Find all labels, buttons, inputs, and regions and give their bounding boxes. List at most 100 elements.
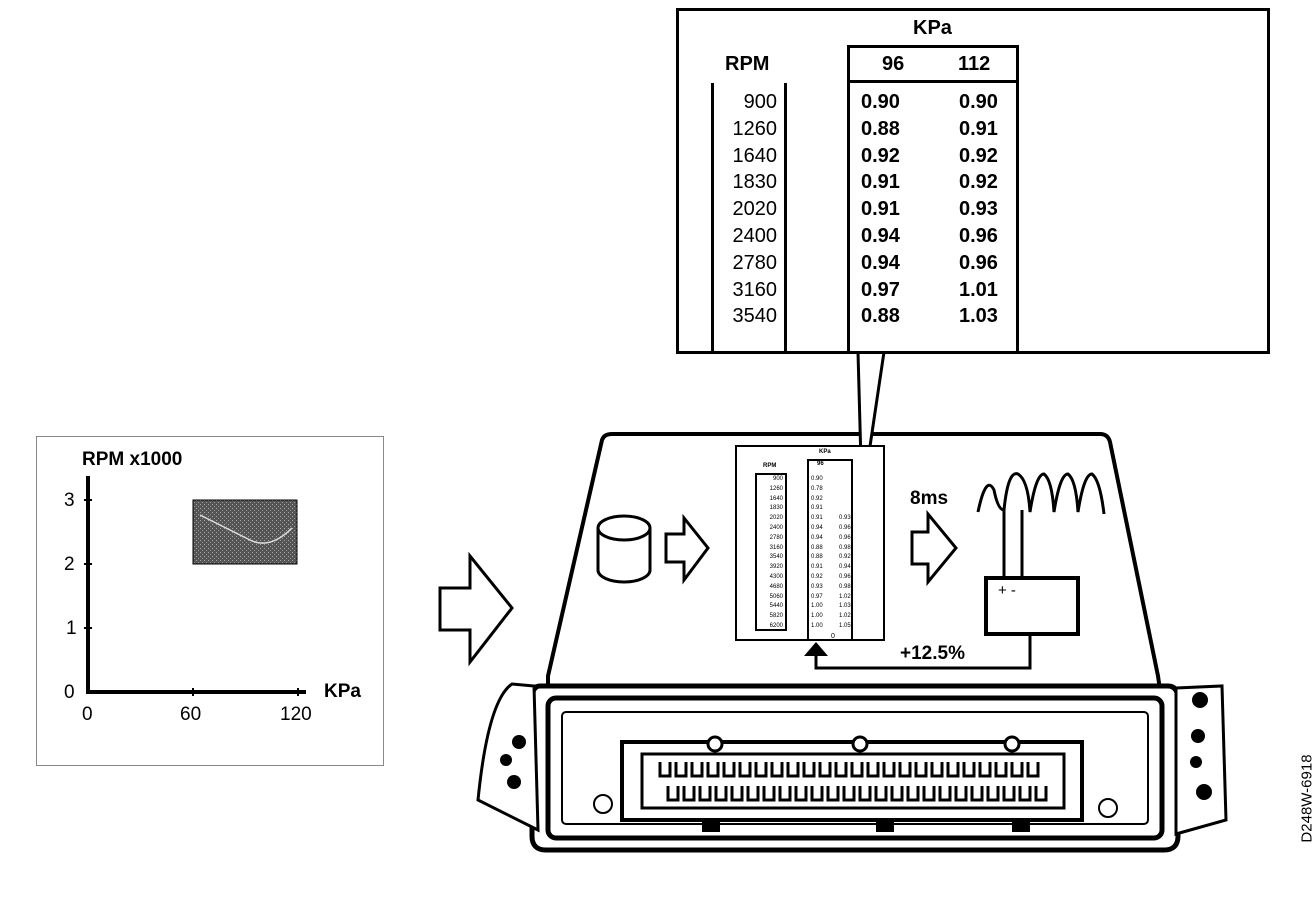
graph-y-tick-0: 0 [64, 682, 75, 703]
zoom-value-112: 0.92 [959, 144, 998, 167]
zoom-cutoff-row [727, 331, 733, 351]
mini-rpm-column [755, 473, 787, 631]
zoom-rpm-value: 2780 [732, 251, 778, 274]
correction-label: +12.5% [900, 643, 965, 664]
zoom-rpm-column [711, 83, 787, 351]
graph-y-axis-title: RPM x1000 [82, 449, 183, 470]
mini-value-112: 0.96 [839, 574, 851, 580]
mini-rpm-value: 1830 [769, 505, 783, 512]
zoom-value-112: 0.91 [959, 117, 998, 140]
graph-x-tick-0: 0 [82, 704, 93, 725]
input-arrow-icon [438, 551, 514, 667]
mini-value-96: 0.94 [811, 534, 823, 541]
zoom-value-96: 0.94 [861, 225, 900, 247]
mini-value-96: 0.91 [811, 505, 823, 512]
zoom-value-96: 0.92 [861, 144, 900, 167]
zoom-col-112: 112 [958, 53, 991, 75]
injector-driver-box [984, 576, 1080, 636]
graph-x-tick-60: 60 [180, 704, 202, 725]
mini-value-112 [839, 485, 853, 493]
mini-value-96: 0.92 [811, 574, 823, 580]
pulse-width-label: 8ms [910, 488, 949, 509]
zoom-value-96: 0.88 [861, 305, 900, 328]
correction-feedback-line [814, 634, 1032, 670]
zoom-rpm-value: 900 [743, 91, 777, 113]
mini-rpm-value: 1640 [769, 495, 783, 502]
mini-value-112: 0.98 [839, 583, 851, 590]
output-arrow-icon [910, 509, 958, 587]
zoom-rpm-value: 2400 [732, 225, 778, 247]
mini-value-96: 0.90 [811, 476, 823, 482]
mini-value-112 [839, 504, 853, 512]
mini-rpm-header: RPM [763, 463, 777, 469]
mini-rpm-value: 3540 [769, 554, 783, 561]
mini-rpm-value: 5440 [769, 603, 783, 610]
mini-rpm-value: 4300 [769, 574, 783, 580]
mini-value-112: 1.02 [839, 593, 851, 600]
mini-value-112: 1.03 [839, 603, 851, 610]
mini-value-96: 0.92 [811, 495, 823, 502]
mini-value-96: 0.93 [811, 583, 823, 590]
zoom-value-96: 0.94 [861, 251, 900, 274]
mini-rpm-value: 4680 [769, 583, 783, 590]
graph-x-tick-120: 120 [280, 704, 312, 725]
mini-value-112: 0.94 [839, 564, 851, 571]
zoom-rpm-value: 3540 [732, 305, 778, 328]
mini-value-112: 0.92 [839, 554, 851, 561]
zoom-value-112: 0.92 [959, 171, 998, 194]
mini-kpa-title: KPa [819, 449, 831, 455]
mini-rpm-value: 3920 [769, 564, 783, 571]
zoom-col-96: 96 [882, 53, 905, 75]
mini-value-96: 0.97 [811, 593, 823, 600]
mini-col-header: 96 [817, 461, 824, 467]
mini-bottom-mark: 0 [831, 633, 835, 640]
mini-rpm-value: 5820 [769, 613, 783, 620]
mini-rpm-value: 3160 [769, 544, 783, 551]
mini-value-96: 0.91 [811, 515, 823, 522]
zoom-value-112: 0.96 [959, 251, 998, 274]
mini-rpm-value: 5060 [769, 593, 783, 600]
ecu-connector [620, 735, 1084, 832]
zoom-value-96: 0.91 [861, 198, 900, 221]
lookup-arrow-icon [664, 513, 710, 585]
mini-value-112: 0.98 [839, 544, 851, 551]
zoom-rpm-value: 1260 [732, 117, 778, 140]
graph-y-tick-1: 1 [66, 618, 77, 639]
mini-value-112: 0.96 [839, 534, 851, 541]
mini-rpm-value: 6200 [769, 623, 783, 629]
graph-x-axis-title: KPa [324, 681, 361, 702]
zoom-value-112: 0.93 [959, 198, 998, 221]
graph-axes [84, 476, 306, 696]
mini-value-112 [839, 495, 853, 503]
injector-pulse-waveform [976, 472, 1106, 515]
zoom-value-112: 1.03 [959, 305, 998, 328]
mini-rpm-value: 900 [772, 476, 783, 482]
injector-polarity-label: + - [998, 582, 1016, 599]
mini-rpm-value: 2780 [769, 534, 783, 541]
mini-value-112: 1.05 [839, 623, 851, 629]
graph-y-tick-3: 3 [64, 490, 75, 511]
zoom-value-112: 0.96 [959, 225, 998, 247]
zoom-value-96: 0.91 [861, 171, 900, 194]
mini-value-112: 1.02 [839, 613, 851, 620]
mini-rpm-value: 2020 [769, 515, 783, 522]
zoom-value-96: 0.88 [861, 117, 900, 140]
zoom-rpm-header: RPM [725, 53, 770, 75]
zoom-value-columns [847, 45, 1019, 351]
mini-value-96: 1.00 [811, 623, 823, 629]
mini-value-112 [839, 475, 853, 483]
figure-id: D248W-6918 [1298, 754, 1312, 843]
mini-rpm-value: 1260 [769, 485, 783, 492]
mini-value-112: 0.96 [839, 525, 851, 531]
operating-region-highlight [192, 499, 298, 565]
zoom-value-96: 0.90 [861, 91, 900, 113]
feedback-arrow-icon [804, 642, 828, 656]
memory-cylinder-icon [596, 514, 652, 584]
mini-rpm-value: 2400 [769, 525, 783, 531]
mini-value-112: 0.93 [839, 515, 851, 522]
zoom-value-112: 1.01 [959, 278, 998, 301]
mini-value-96: 0.94 [811, 525, 823, 531]
